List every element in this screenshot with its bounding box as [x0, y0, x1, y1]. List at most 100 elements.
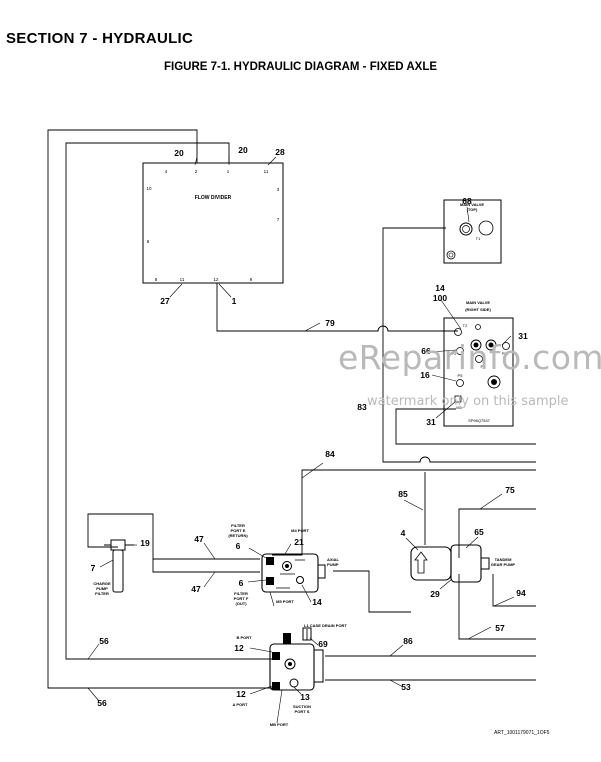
- filter-label: PUMP: [96, 586, 108, 591]
- callout: 20: [238, 145, 248, 155]
- section-title: SECTION 7 - HYDRAULIC: [6, 30, 194, 47]
- valve-port-circle: [491, 379, 497, 385]
- drive-label: B PORT: [236, 635, 252, 640]
- main-valve-top-port: T1: [476, 236, 481, 241]
- valve-port-circle: [446, 250, 456, 260]
- watermark-main: eReparinfo.com: [338, 338, 601, 377]
- gear-pump-label: TANDEM: [495, 557, 512, 562]
- valve-port-circle: [473, 342, 479, 348]
- axial-label: M4 PORT: [291, 528, 309, 533]
- valve-plug: [454, 395, 462, 403]
- filter-label: FILTER: [95, 591, 109, 596]
- flow-divider-label: FLOW DIVIDER: [195, 195, 232, 201]
- callout: 14: [435, 283, 445, 293]
- watermark-sub: watermark only on this sample: [367, 394, 569, 409]
- axial-label: PUMP: [327, 562, 339, 567]
- fd-port: 2: [195, 169, 198, 174]
- valve-port-circle: [485, 339, 497, 351]
- drive-label: MB PORT: [270, 722, 289, 727]
- main-valve-top-sublabel: (TOP): [467, 207, 478, 212]
- axial-label: PORT E: [231, 528, 246, 533]
- callout: 56: [99, 636, 109, 646]
- callout: 57: [495, 623, 505, 633]
- fd-port: 4: [165, 169, 168, 174]
- callout: 86: [403, 636, 413, 646]
- callout: 21: [294, 537, 304, 547]
- hose-20-outer: [47, 129, 272, 689]
- callout: 75: [505, 485, 515, 495]
- hose-79: [216, 283, 458, 332]
- gear-pump-label: GEAR PUMP: [491, 562, 516, 567]
- fd-port: 10: [146, 186, 152, 191]
- main-valve-top-label: MAIN VALVE: [460, 202, 484, 207]
- drive-pump-port: [289, 678, 299, 688]
- filter-body: [112, 549, 124, 593]
- main-valve-right-port: T2: [463, 323, 468, 328]
- hose-57: [458, 574, 536, 640]
- main-valve-right-label: MAIN VALVE: [466, 300, 490, 305]
- drive-pump-end: [313, 649, 324, 683]
- fd-port: 1: [227, 169, 230, 174]
- valve-port-circle: [488, 342, 494, 348]
- fd-port: 9: [250, 277, 253, 282]
- valve-port-circle: [475, 355, 483, 363]
- valve-port-circle: [456, 347, 464, 355]
- axial-pump-port: [282, 561, 292, 571]
- callout: 20: [174, 148, 184, 158]
- drive-pump-port: [288, 662, 292, 666]
- callout: 31: [518, 331, 528, 341]
- hose-pump-link: [333, 570, 411, 613]
- axial-label: (RETURN): [228, 533, 248, 538]
- main-valve-top-body: [443, 199, 502, 264]
- callout: 79: [325, 318, 335, 328]
- callout: 47: [191, 584, 201, 594]
- fd-port: 11: [264, 169, 269, 174]
- callout: 83: [357, 402, 367, 412]
- axial-pump-port: [296, 576, 304, 584]
- hose-75: [458, 508, 536, 558]
- callout: 13: [300, 692, 310, 702]
- callout: 68: [462, 196, 472, 206]
- fd-port: 6: [147, 239, 150, 244]
- callout: 53: [401, 682, 411, 692]
- valve-port-circle: [448, 252, 454, 258]
- hose-filter-top: [87, 513, 260, 560]
- main-valve-right-body: [443, 317, 514, 427]
- drive-pump: B PORT L1 CASE DRAIN PORT A PORT SUCTION…: [233, 623, 348, 727]
- hose-lines: [47, 129, 536, 689]
- callout: 47: [194, 534, 204, 544]
- hose-94: [492, 574, 536, 607]
- main-valve-right-port: M3: [456, 405, 462, 410]
- drive-label: SUCTION: [293, 704, 311, 709]
- valve-port-circle: [470, 339, 482, 351]
- axial-label: AXIAL: [327, 557, 340, 562]
- drive-pump-port: [272, 682, 280, 690]
- hose-83: [395, 408, 536, 445]
- hose-68: [382, 227, 536, 463]
- valve-port-circle: [454, 328, 462, 336]
- axial-label: FILTER: [231, 523, 245, 528]
- callout: 69: [318, 639, 328, 649]
- gear-pump-shaft: [480, 557, 490, 570]
- callout-numbers: 20 20 28 27 1 68 14 100 31 66 16 83 31 7…: [91, 145, 528, 708]
- axial-label: PORT F: [234, 596, 249, 601]
- callout: 85: [398, 489, 408, 499]
- callout: 16: [420, 370, 430, 380]
- axial-pump-port: [285, 564, 289, 568]
- axial-label: M5 PORT: [276, 599, 294, 604]
- main-valve-right-port: P2: [452, 351, 458, 356]
- drive-pump-port: [284, 658, 296, 670]
- callout: 7: [91, 563, 96, 573]
- axial-pump: FILTER PORT E (RETURN) M4 PORT AXIAL PUM…: [228, 523, 339, 606]
- hose-84: [272, 469, 536, 556]
- axial-pump-port: [266, 577, 274, 585]
- charge-pump-filter: CHARGE PUMP FILTER: [93, 539, 134, 596]
- leader-lines: [87, 156, 515, 724]
- valve-port-circle: [487, 375, 501, 389]
- callout: 29: [430, 589, 440, 599]
- callout: 56: [97, 698, 107, 708]
- fd-port: 12: [213, 277, 219, 282]
- drive-pump-port: [283, 633, 291, 644]
- callout: 66: [421, 346, 431, 356]
- axial-pump-port: [266, 557, 274, 565]
